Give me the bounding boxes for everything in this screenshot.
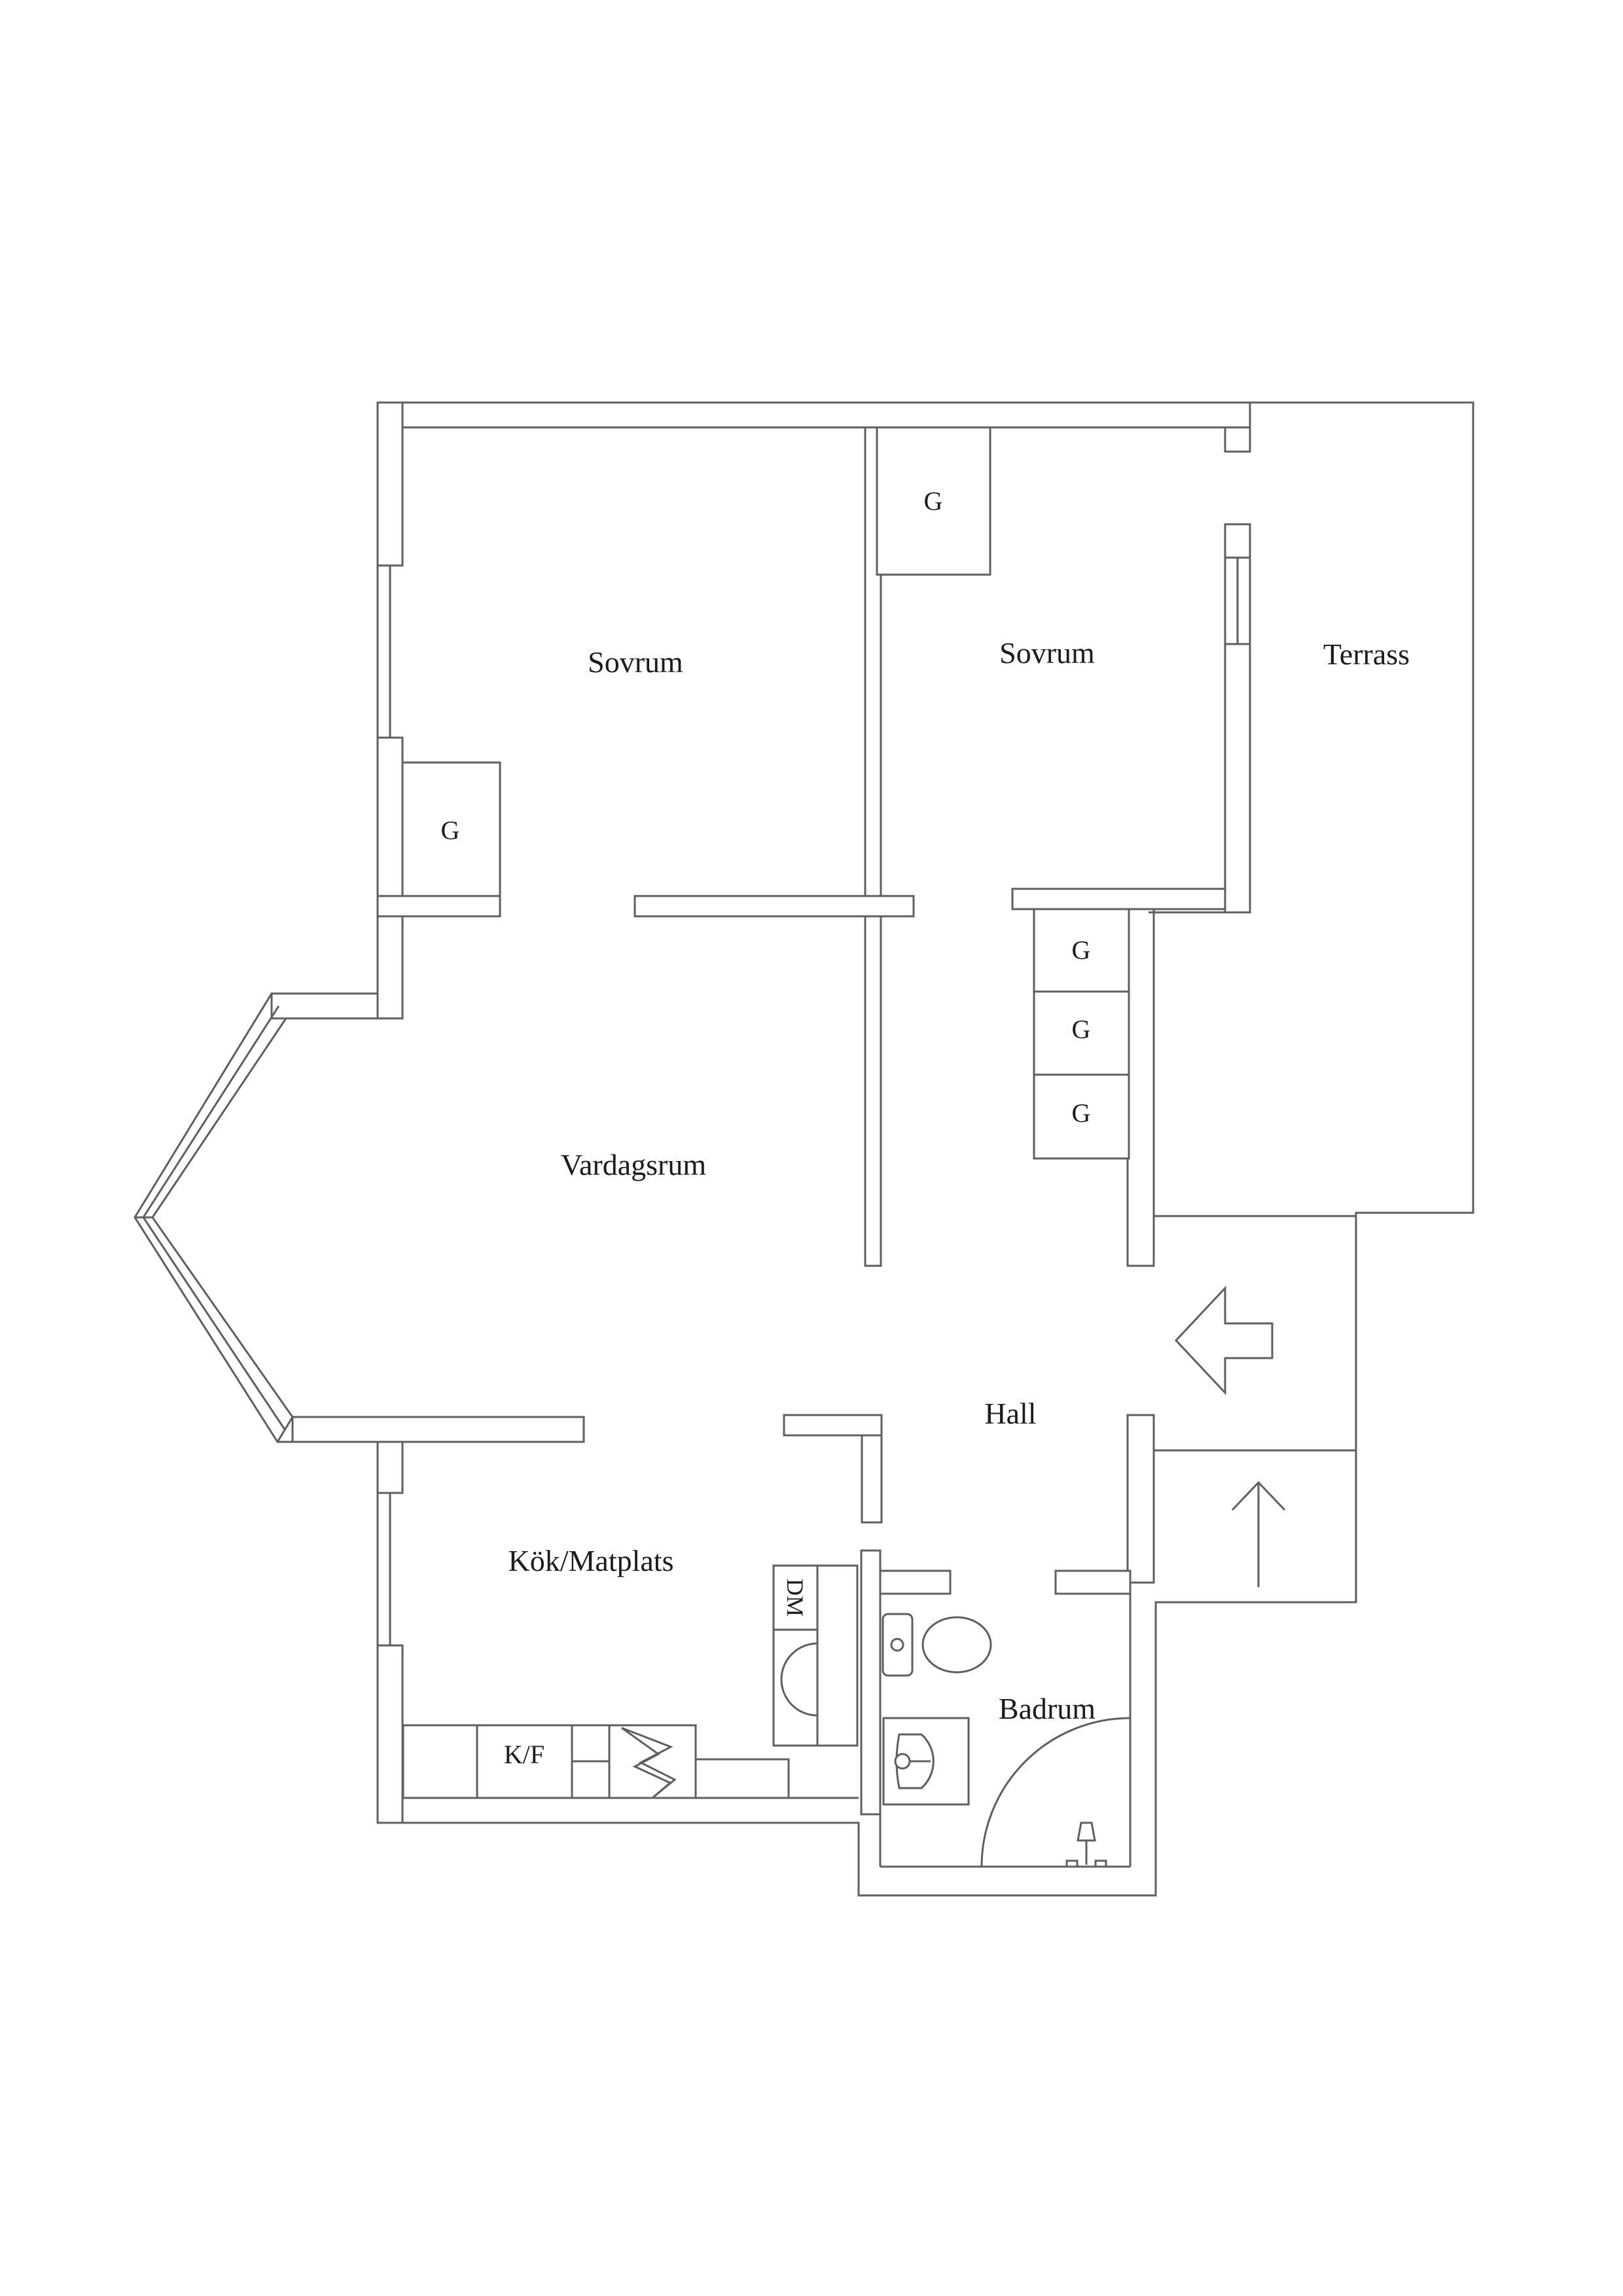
- closet-column-label-1: G: [1072, 935, 1091, 965]
- counter-small-lower: [571, 1760, 611, 1799]
- wall-left-mid: [376, 736, 404, 1020]
- wall-top: [376, 401, 1251, 429]
- bay-window-mid: [142, 1005, 286, 1430]
- bathroom-fixtures: [882, 1613, 1131, 1868]
- closet-column: [1033, 908, 1130, 1160]
- closet-bedroom2: [876, 426, 991, 576]
- wall-kitchen-left-upper: [376, 1441, 404, 1494]
- stair-symbols: [1174, 1285, 1286, 1587]
- walls: [270, 401, 1251, 1824]
- windows: [135, 558, 1239, 1647]
- bedroom1-label: Sovrum: [588, 645, 683, 679]
- terrace-label: Terrass: [1323, 637, 1410, 671]
- lightning-bolt-icon-2: [621, 1727, 672, 1799]
- wall-hall-stair-lower: [1126, 1414, 1155, 1584]
- wall-kitchen-bathroom: [860, 1549, 882, 1816]
- toilet-button: [890, 1638, 904, 1652]
- wall-bathroom-top-right: [1054, 1570, 1132, 1595]
- wall-bedroom1-bottom-left: [376, 895, 501, 918]
- livingroom-label: Vardagsrum: [561, 1148, 706, 1181]
- outer-wall-boundary: [134, 401, 1474, 1897]
- entry-direction-arrow-icon: [1174, 1285, 1274, 1395]
- bathroom-label: Badrum: [999, 1692, 1096, 1725]
- balcony-door-panel: [1224, 523, 1251, 559]
- wall-kitchen-left-lower: [376, 1644, 404, 1824]
- counter-small-upper: [571, 1724, 611, 1763]
- wall-kitchen-entry-leg: [861, 1434, 883, 1524]
- wall-bay-upper: [270, 992, 379, 1020]
- fridge-freezer: [476, 1724, 573, 1799]
- wall-kitchen-entry-stub: [783, 1414, 883, 1437]
- dishwasher-label: DM: [782, 1579, 808, 1617]
- counter-low: [694, 1758, 790, 1799]
- closets: [401, 426, 1130, 1160]
- bedroom2-label: Sovrum: [999, 636, 1095, 670]
- washbasin-faucet: [894, 1753, 911, 1770]
- hall-label: Hall: [984, 1397, 1036, 1430]
- wall-kitchen-top: [291, 1416, 585, 1443]
- counter-cell: [402, 1724, 478, 1799]
- stove: [608, 1724, 697, 1799]
- kitchen-label: Kök/Matplats: [508, 1544, 674, 1577]
- toilet-bowl: [921, 1616, 992, 1674]
- closet-bedroom2-label: G: [924, 486, 943, 516]
- wall-terrace-top-piece: [1224, 426, 1251, 453]
- wall-terrace-lower-piece: [1224, 643, 1251, 914]
- wall-hall-stair-upper: [1126, 908, 1155, 1267]
- wall-bedroom1-bottom-right: [633, 895, 915, 918]
- closet-column-label-2: G: [1072, 1014, 1091, 1044]
- fridge-freezer-label: K/F: [504, 1740, 544, 1769]
- closet-column-label-3: G: [1072, 1098, 1091, 1128]
- shower-mixer: [1077, 1821, 1096, 1842]
- wall-bathroom-top-left: [879, 1570, 952, 1595]
- kitchen-fixtures: [402, 1564, 859, 1799]
- room-labels: Sovrum Sovrum Terrass Vardagsrum Hall Kö…: [441, 486, 1410, 1769]
- closet-bedroom1: [401, 761, 501, 897]
- closet-bedroom1-label: G: [441, 816, 460, 845]
- kitchen-sink-icon: [780, 1642, 818, 1717]
- shower-curtain-arc: [980, 1717, 1131, 1867]
- bay-window-inner: [151, 1018, 294, 1418]
- wall-left-upper: [376, 401, 404, 567]
- wall-bedroom2-bottom: [1011, 888, 1226, 910]
